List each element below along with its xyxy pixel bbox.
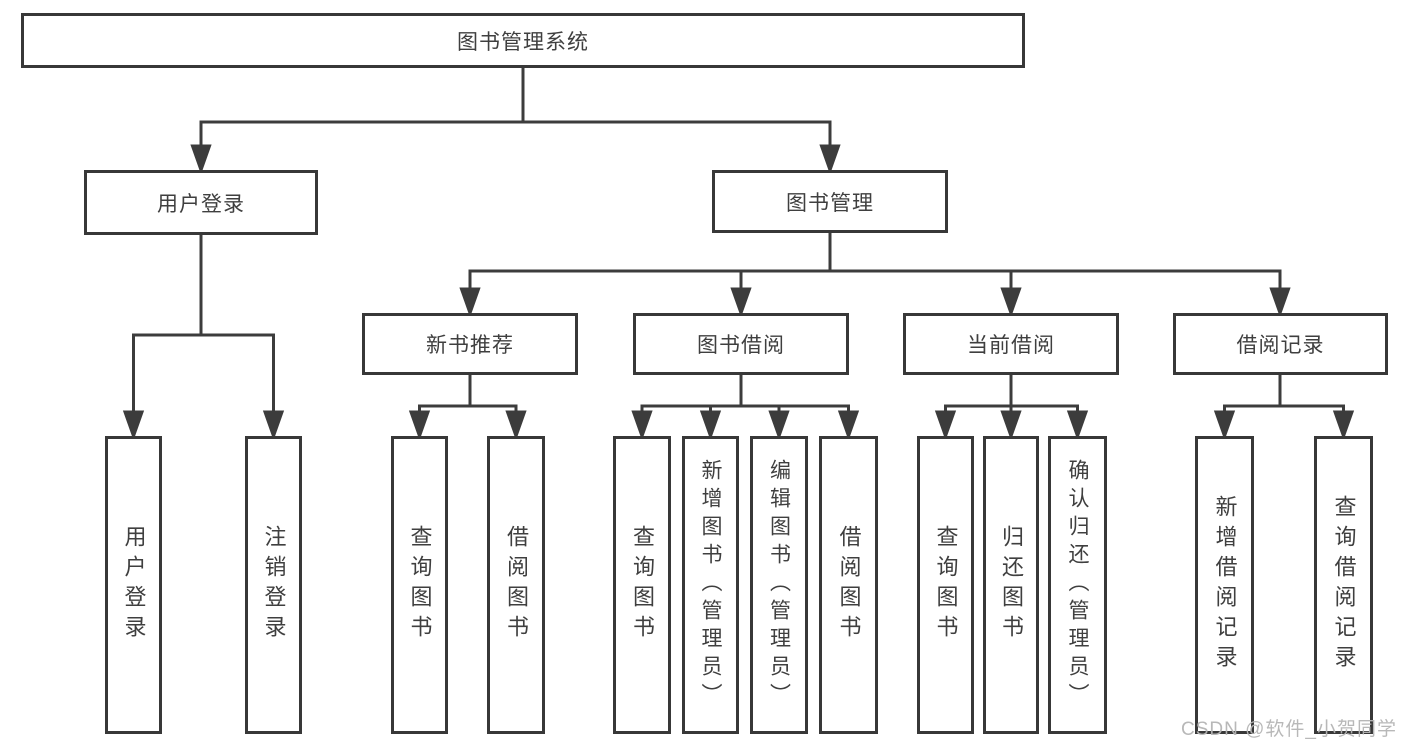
leaf-query-books-borrowing: 查询图书 bbox=[613, 436, 671, 734]
leaf-query-borrow-record: 查询借阅记录 bbox=[1314, 436, 1373, 734]
node-new-book-recommend-label: 新书推荐 bbox=[426, 334, 514, 357]
leaf-query-books-recommend: 查询图书 bbox=[391, 436, 448, 734]
leaf-logout: 注销登录 bbox=[245, 436, 302, 734]
leaf-query-books-current: 查询图书 bbox=[917, 436, 974, 734]
leaf-query-borrow-record-label: 查询借阅记录 bbox=[1331, 495, 1357, 675]
connector-book-management-branch bbox=[459, 231, 1291, 318]
node-new-book-recommend: 新书推荐 bbox=[362, 313, 578, 375]
leaf-borrow-books-recommend: 借阅图书 bbox=[487, 436, 545, 734]
leaf-add-borrow-record-label: 新增借阅记录 bbox=[1212, 495, 1238, 675]
node-borrowing-records: 借阅记录 bbox=[1173, 313, 1388, 375]
leaf-borrow-books-borrowing: 借阅图书 bbox=[819, 436, 878, 734]
leaf-user-login-label: 用户登录 bbox=[121, 525, 147, 645]
node-current-borrowing-label: 当前借阅 bbox=[967, 334, 1055, 357]
connector-book-borrow-branch bbox=[631, 373, 860, 441]
connector-current-borrow-branch bbox=[934, 373, 1089, 441]
node-root: 图书管理系统 bbox=[21, 13, 1025, 68]
leaf-borrow-books-borrowing-label: 借阅图书 bbox=[836, 525, 862, 645]
leaf-query-books-borrowing-label: 查询图书 bbox=[630, 525, 655, 645]
leaf-query-books-recommend-label: 查询图书 bbox=[407, 525, 433, 645]
node-user-login-label: 用户登录 bbox=[157, 192, 245, 216]
leaf-query-books-current-label: 查询图书 bbox=[933, 525, 959, 645]
node-book-borrowing-label: 图书借阅 bbox=[697, 334, 785, 357]
leaf-add-borrow-record: 新增借阅记录 bbox=[1195, 436, 1254, 734]
leaf-add-books-admin: 新增图书（管理员） bbox=[682, 436, 739, 734]
leaf-return-books: 归还图书 bbox=[983, 436, 1039, 734]
leaf-edit-books-admin: 编辑图书（管理员） bbox=[750, 436, 808, 734]
leaf-edit-books-admin-label: 编辑图书（管理员） bbox=[767, 459, 791, 711]
node-user-login: 用户登录 bbox=[84, 170, 318, 235]
node-root-label: 图书管理系统 bbox=[457, 30, 589, 54]
leaf-user-login: 用户登录 bbox=[105, 436, 162, 734]
leaf-add-books-admin-label: 新增图书（管理员） bbox=[699, 459, 722, 711]
node-book-borrowing: 图书借阅 bbox=[633, 313, 849, 375]
leaf-borrow-books-recommend-label: 借阅图书 bbox=[504, 525, 529, 645]
leaf-return-books-label: 归还图书 bbox=[999, 525, 1024, 645]
node-book-management-label: 图书管理 bbox=[786, 191, 874, 215]
node-book-management: 图书管理 bbox=[712, 170, 948, 233]
connector-root-branch bbox=[190, 66, 841, 175]
node-borrowing-records-label: 借阅记录 bbox=[1236, 334, 1325, 357]
connector-new-book-branch bbox=[408, 373, 527, 441]
node-current-borrowing: 当前借阅 bbox=[903, 313, 1119, 375]
leaf-confirm-return-admin-label: 确认归还（管理员） bbox=[1066, 459, 1089, 711]
csdn-watermark: CSDN @软件_小贺同学 bbox=[1181, 719, 1397, 740]
connector-user-login-branch bbox=[122, 233, 285, 441]
leaf-logout-label: 注销登录 bbox=[261, 525, 287, 645]
leaf-confirm-return-admin: 确认归还（管理员） bbox=[1048, 436, 1107, 734]
connector-borrow-records-branch bbox=[1213, 373, 1355, 441]
